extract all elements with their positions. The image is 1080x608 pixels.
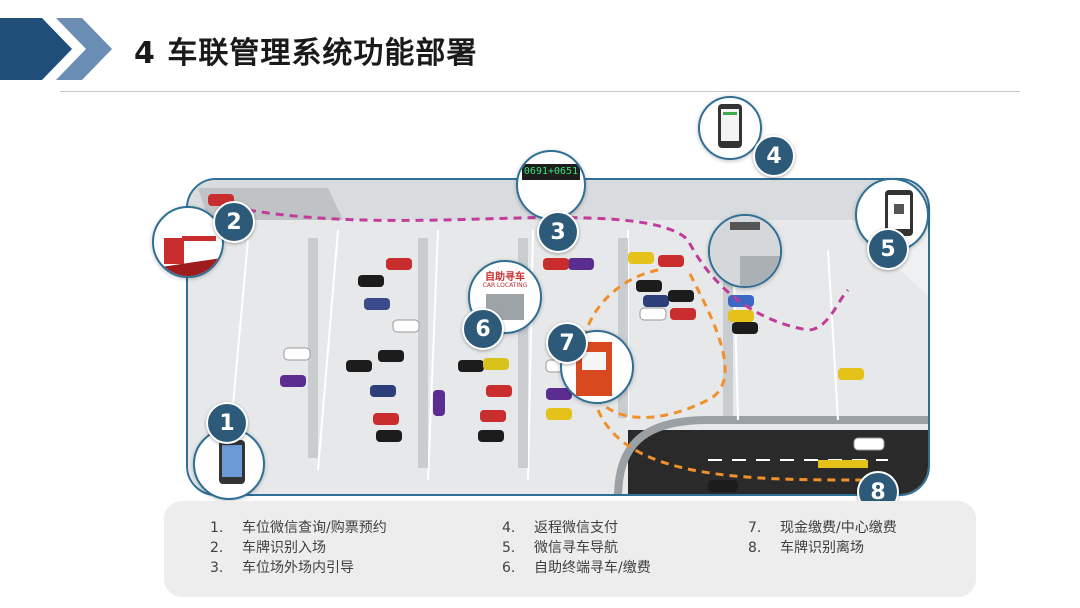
slide-title: 4 车联管理系统功能部署: [134, 36, 478, 71]
exit-road: [628, 430, 928, 494]
phone-icon: [219, 440, 245, 484]
badge-6: 6: [462, 308, 504, 350]
parked-cars: [208, 194, 885, 492]
display-board-text: 0691+0651: [522, 164, 580, 180]
exit-route: [581, 268, 869, 482]
pillars: [308, 238, 733, 468]
badge-5: 5: [867, 228, 909, 270]
badge-2: 2: [213, 201, 255, 243]
legend-item: 8. 车牌识别离场: [748, 540, 864, 556]
entry-gate-bubble: [152, 206, 224, 278]
kiosk-label-cn: 自助寻车: [485, 272, 525, 283]
title-divider: [60, 91, 1020, 92]
badge-4: 4: [753, 135, 795, 177]
camera-bubble: [708, 214, 782, 288]
legend-column-3: 7. 现金缴费/中心缴费 8. 车牌识别离场: [748, 518, 897, 558]
badge-7: 7: [546, 322, 588, 364]
badge-1: 1: [206, 402, 248, 444]
exit-gate: [818, 460, 868, 468]
legend-item: 2. 车牌识别入场: [210, 540, 326, 556]
legend-column-2: 4. 返程微信支付 5. 微信寻车导航 6. 自助终端寻车/缴费: [502, 518, 651, 578]
legend-item: 3. 车位场外场内引导: [210, 560, 354, 576]
wechat-navigation-bubble: [855, 178, 929, 252]
legend-item: 7. 现金缴费/中心缴费: [748, 520, 897, 536]
camera-icon: [710, 216, 780, 286]
phone-icon: [885, 190, 913, 236]
legend-item: 5. 微信寻车导航: [502, 540, 618, 556]
header-chevron-icon: [0, 18, 112, 80]
legend-item: 1. 车位微信查询/购票预约: [210, 520, 387, 536]
phone-icon: [718, 104, 742, 148]
wechat-pay-bubble: [698, 96, 762, 160]
badge-3: 3: [537, 211, 579, 253]
legend-item: 6. 自助终端寻车/缴费: [502, 560, 651, 576]
entry-gate-icon: [154, 236, 222, 276]
legend-item: 4. 返程微信支付: [502, 520, 618, 536]
kiosk-label-en: CAR LOCATING: [482, 282, 528, 289]
display-board-bubble: 0691+0651: [516, 150, 586, 220]
feature-legend: 1. 车位微信查询/购票预约 2. 车牌识别入场 3. 车位场外场内引导 4. …: [164, 501, 976, 597]
legend-column-1: 1. 车位微信查询/购票预约 2. 车牌识别入场 3. 车位场外场内引导: [210, 518, 387, 578]
